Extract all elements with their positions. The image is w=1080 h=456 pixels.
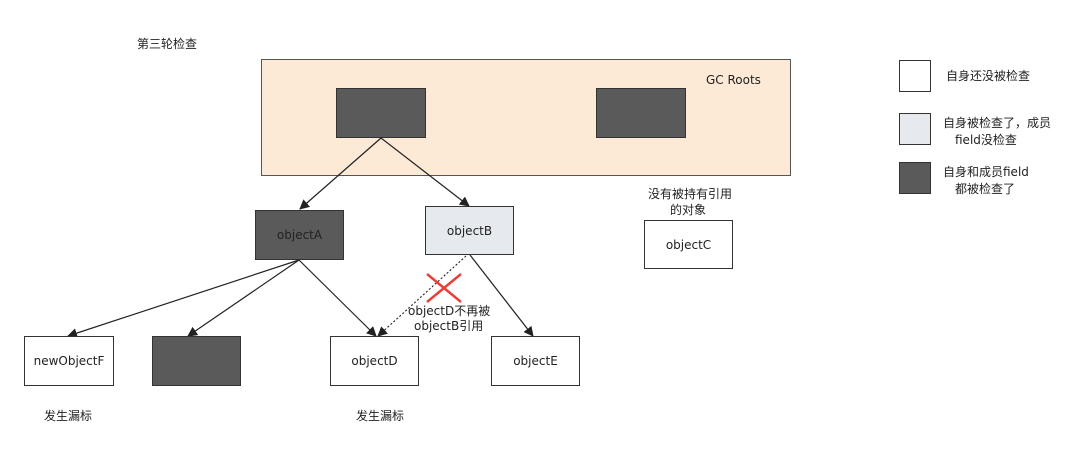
gc-root-node-1 [336, 88, 426, 138]
leak-label-right: 发生漏标 [356, 409, 405, 423]
legend-label-fully-checked-line2: 都被检查了 [955, 182, 1016, 196]
objectC-note-line2: 的对象 [670, 203, 707, 217]
leak-label-left: 发生漏标 [44, 409, 93, 423]
edge-root-to-objectA [299, 137, 382, 210]
node-dark-unnamed [152, 336, 241, 386]
edge-objectA-to-dark-node [187, 259, 300, 337]
edge-objectB-to-objectE [469, 254, 534, 337]
legend-label-self-checked-line2: field没检查 [955, 133, 1017, 147]
removed-reference-cross-icon [426, 273, 462, 303]
removed-ref-note-line2: objectB引用 [414, 319, 484, 333]
node-objectB: objectB [425, 206, 514, 255]
legend-swatch-self-checked [899, 113, 931, 145]
edge-objectA-to-objectD [298, 259, 377, 337]
objectC-note-line1: 没有被持有引用 [648, 187, 733, 201]
gc-root-node-2 [596, 88, 686, 138]
edge-objectA-to-newObjectF [67, 259, 300, 338]
edge-root-to-objectB [380, 137, 470, 207]
gc-roots-label: GC Roots [706, 73, 761, 87]
node-objectA: objectA [255, 210, 344, 260]
removed-ref-note-line1: objectD不再被 [408, 304, 491, 318]
legend-label-self-checked-line1: 自身被检查了，成员 [943, 116, 1052, 130]
node-objectD: objectD [330, 336, 419, 386]
node-newObjectF: newObjectF [24, 336, 114, 386]
node-objectE: objectE [491, 336, 580, 386]
legend-label-fully-checked-line1: 自身和成员field [943, 165, 1029, 179]
node-objectC: objectC [644, 220, 733, 269]
diagram-title: 第三轮检查 [137, 37, 198, 51]
legend-swatch-unchecked [899, 60, 931, 92]
legend-swatch-fully-checked [899, 162, 931, 194]
legend-label-unchecked: 自身还没被检查 [946, 69, 1031, 83]
